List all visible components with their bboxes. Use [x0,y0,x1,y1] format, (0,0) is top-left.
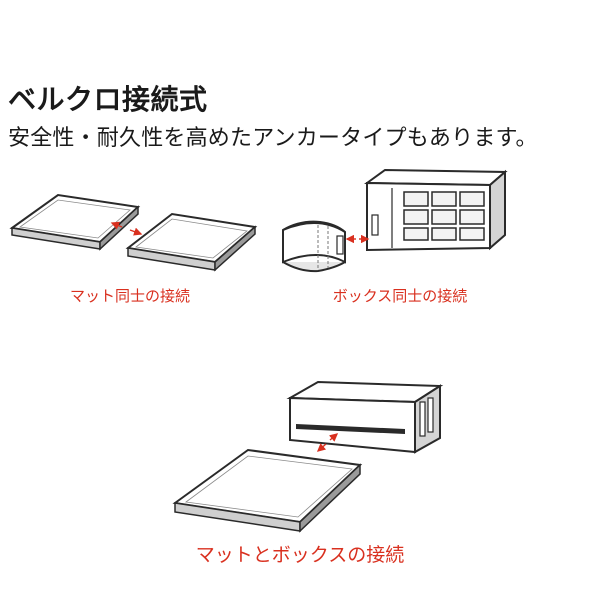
floor-mat-illustration [172,448,363,533]
low-box-illustration [286,380,444,454]
caption-mat-to-mat: マット同士の接続 [69,287,190,305]
cabinet-box-illustration [363,168,508,252]
curved-box-illustration [282,220,346,273]
caption-box-to-box: ボックス同士の接続 [332,287,468,305]
page-title: ベルクロ接続式 [8,83,208,116]
mat-left-illustration [9,193,141,251]
page-subtitle: 安全性・耐久性を高めたアンカータイプもあります。 [8,126,538,151]
caption-mat-to-box: マットとボックスの接続 [195,544,405,566]
mat-right-illustration [125,212,258,272]
mat-to-mat-arrows [110,221,143,236]
mat-to-box-arrows [316,433,339,452]
